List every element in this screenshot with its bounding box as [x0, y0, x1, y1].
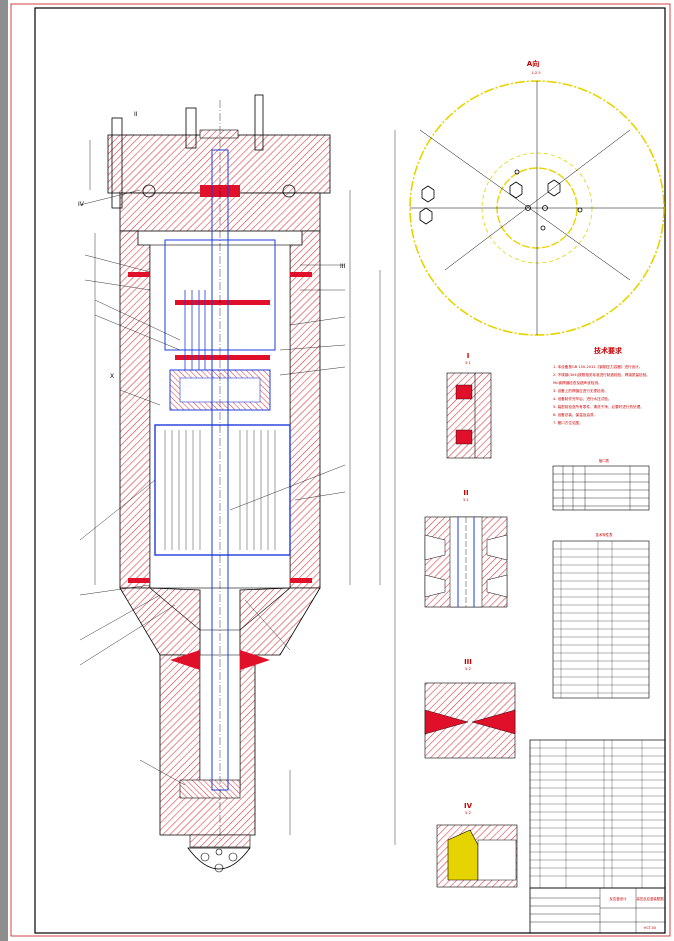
tech-req-line-8: 7. 管口方位见图。: [553, 420, 583, 425]
detail-view-ii: II 5:1: [424, 489, 508, 608]
tech-req-line-3: Mn钢焊缝检查及超声波检测。: [553, 380, 602, 385]
detail-ii-title: II: [463, 489, 468, 497]
title-block-drawing-name: 高压反应釜装配图: [636, 896, 664, 901]
vessel-main-section: IV III X II: [78, 94, 396, 873]
tech-req-line-1: 1. 本设备按GB 150-2011《钢制压力容器》进行设计。: [553, 364, 642, 369]
view-a-scale: 1:2.5: [531, 71, 540, 75]
detail-iii-scale: 5:2: [465, 667, 471, 671]
detail-i-title: I: [467, 352, 470, 360]
detail-ii-scale: 5:1: [463, 498, 469, 502]
tech-requirements-title: 技术要求: [594, 346, 623, 355]
view-a-title: A向: [527, 59, 539, 68]
outer-frame: [10, 3, 671, 937]
tech-requirements: 技术要求 1. 本设备按GB 150-2011《钢制压力容器》进行设计。 2. …: [553, 346, 650, 425]
tech-table-title: 技术特性表: [596, 532, 614, 537]
tech-req-line-7: 6. 设备总装，保温及油漆。: [553, 412, 597, 417]
detail-iii-title: III: [464, 658, 472, 666]
inner-frame: [34, 7, 666, 934]
detail-i-scale: 5:1: [465, 361, 471, 365]
parts-list: [529, 739, 666, 889]
section-mark-iii: III: [340, 263, 346, 270]
section-mark-x: X: [110, 373, 114, 380]
detail-iv-scale: 5:2: [465, 811, 471, 815]
nozzle-table: 管口表: [552, 458, 650, 511]
sheet-margin-strip: [0, 0, 8, 941]
detail-view-iii: III 5:2: [424, 658, 516, 759]
section-mark-iv: IV: [78, 201, 85, 208]
tech-characteristic-table: 技术特性表: [552, 532, 650, 699]
title-block-drawing-no: HCT-00: [644, 926, 656, 930]
detail-view-iv: IV 5:2: [436, 802, 518, 888]
tech-req-line-6: 5. 装配前检查所有零件，清洗干净，必要时进行热处理。: [553, 404, 644, 409]
tech-req-line-4: 3. 设备上的焊缝应进行无损检测。: [553, 388, 608, 393]
detail-iv-title: IV: [464, 802, 473, 810]
nozzle-table-title: 管口表: [599, 458, 610, 463]
section-mark-ii: II: [134, 111, 138, 118]
detail-view-i: I 5:1: [446, 352, 492, 459]
title-block: 反应釜设计 高压反应釜装配图 HCT-00: [529, 887, 666, 934]
tech-req-line-2: 2. 不锈钢(304)按照相关标准进行制造检验，焊接质量检验。: [553, 372, 650, 377]
title-block-company: 反应釜设计: [610, 896, 628, 901]
view-a: A向 1:2.5: [409, 59, 665, 336]
tech-req-line-5: 4. 设备制作完毕后，进行水压试验。: [553, 396, 611, 401]
